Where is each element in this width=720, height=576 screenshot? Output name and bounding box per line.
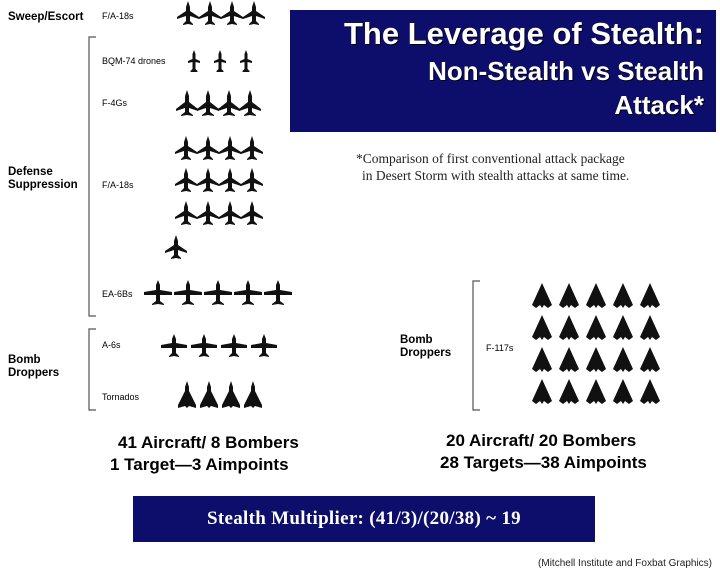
jet-fighter-icon bbox=[199, 1, 221, 25]
jet-fighter-icon bbox=[177, 1, 199, 25]
f4g-jet-icon bbox=[176, 90, 198, 116]
label-f117: F-117s bbox=[486, 343, 514, 353]
label-ea6b: EA-6Bs bbox=[102, 289, 133, 299]
jet-fighter-icon bbox=[197, 136, 219, 160]
footnote-line-2: in Desert Storm with stealth attacks at … bbox=[362, 168, 630, 183]
group-bomb-droppers-right-line-1: Bomb bbox=[400, 334, 433, 346]
footnote: *Comparison of first conventional attack… bbox=[356, 150, 706, 184]
tornado-jet-icon bbox=[200, 381, 218, 408]
jet-fighter-icon bbox=[165, 235, 187, 259]
bracket-defense-suppression bbox=[88, 36, 96, 317]
ea6b-jet-icon bbox=[144, 280, 172, 305]
jet-fighter-icon bbox=[175, 168, 197, 192]
ea6b-jet-icon bbox=[174, 280, 202, 305]
f117-stealth-icon bbox=[586, 347, 606, 372]
f117-stealth-icon bbox=[559, 347, 579, 372]
f4g-jet-icon bbox=[218, 90, 240, 116]
jet-fighter-icon bbox=[197, 168, 219, 192]
jet-fighter-icon bbox=[241, 168, 263, 192]
title-banner: The Leverage of Stealth: Non-Stealth vs … bbox=[290, 10, 716, 132]
group-sweep-escort: Sweep/Escort bbox=[8, 11, 84, 23]
f117-stealth-icon bbox=[532, 379, 552, 404]
title-line-2: Non-Stealth vs Stealth bbox=[428, 56, 704, 86]
image-credit: (Mitchell Institute and Foxbat Graphics) bbox=[538, 558, 712, 569]
title-line-1: The Leverage of Stealth: bbox=[343, 16, 704, 51]
stealth-multiplier-banner: Stealth Multiplier: (41/3)/(20/38) ~ 19 bbox=[133, 496, 595, 542]
drone-icon bbox=[188, 50, 200, 72]
f117-stealth-icon bbox=[613, 379, 633, 404]
f117-stealth-icon bbox=[640, 315, 660, 340]
label-bqm74: BQM-74 drones bbox=[102, 56, 166, 66]
title-line-3: Attack* bbox=[614, 90, 704, 120]
footnote-line-1: *Comparison of first conventional attack… bbox=[356, 151, 625, 166]
f117-stealth-icon bbox=[640, 347, 660, 372]
jet-fighter-icon bbox=[197, 201, 219, 225]
ea6b-jet-icon bbox=[234, 280, 262, 305]
jet-fighter-icon bbox=[219, 201, 241, 225]
stealth-multiplier-text: Stealth Multiplier: (41/3)/(20/38) ~ 19 bbox=[207, 508, 521, 529]
jet-fighter-icon bbox=[243, 1, 265, 25]
left-summary: 41 Aircraft/ 8 Bombers 1 Target—3 Aimpoi… bbox=[110, 432, 299, 476]
label-a6: A-6s bbox=[102, 340, 121, 350]
jet-fighter-icon bbox=[175, 136, 197, 160]
a6-jet-icon bbox=[251, 334, 277, 357]
jet-fighter-icon bbox=[219, 168, 241, 192]
f117-stealth-icon bbox=[640, 379, 660, 404]
jet-fighter-icon bbox=[241, 136, 263, 160]
label-fa18-escort: F/A-18s bbox=[102, 11, 134, 21]
group-bomb-droppers-right-line-2: Droppers bbox=[400, 347, 452, 359]
right-summary: 20 Aircraft/ 20 Bombers 28 Targets—38 Ai… bbox=[440, 430, 647, 474]
a6-jet-icon bbox=[161, 334, 187, 357]
group-bomb-droppers-left-line-2: Droppers bbox=[8, 367, 60, 379]
drone-icon bbox=[240, 50, 252, 72]
bracket-bomb-droppers-left bbox=[88, 328, 96, 411]
right-summary-line-2: 28 Targets—38 Aimpoints bbox=[440, 453, 647, 472]
jet-fighter-icon bbox=[219, 136, 241, 160]
f117-stealth-icon bbox=[586, 315, 606, 340]
f4g-jet-icon bbox=[197, 90, 219, 116]
f117-stealth-icon bbox=[559, 315, 579, 340]
f117-stealth-icon bbox=[613, 283, 633, 308]
f117-stealth-icon bbox=[532, 315, 552, 340]
f117-stealth-icon bbox=[613, 315, 633, 340]
f117-stealth-icon bbox=[559, 379, 579, 404]
bracket-bomb-droppers-right bbox=[472, 280, 480, 411]
tornado-jet-icon bbox=[222, 381, 240, 408]
tornado-jet-icon bbox=[178, 381, 196, 408]
left-summary-line-2: 1 Target—3 Aimpoints bbox=[110, 455, 289, 474]
group-bomb-droppers-left-line-1: Bomb bbox=[8, 354, 41, 366]
f117-stealth-icon bbox=[532, 347, 552, 372]
tornado-jet-icon bbox=[244, 381, 262, 408]
a6-jet-icon bbox=[221, 334, 247, 357]
group-bomb-droppers-left: Bomb Droppers bbox=[8, 354, 59, 380]
label-fa18-suppression: F/A-18s bbox=[102, 180, 134, 190]
label-f4g: F-4Gs bbox=[102, 98, 128, 108]
group-defense-suppression-line-2: Suppression bbox=[8, 179, 78, 191]
f117-stealth-icon bbox=[586, 379, 606, 404]
f117-stealth-icon bbox=[532, 283, 552, 308]
jet-fighter-icon bbox=[241, 201, 263, 225]
f117-stealth-icon bbox=[640, 283, 660, 308]
right-summary-line-1: 20 Aircraft/ 20 Bombers bbox=[446, 431, 637, 450]
label-tornado: Tornados bbox=[102, 392, 140, 402]
f117-stealth-icon bbox=[586, 283, 606, 308]
jet-fighter-icon bbox=[221, 1, 243, 25]
group-defense-suppression-line-1: Defense bbox=[8, 166, 53, 178]
f4g-jet-icon bbox=[239, 90, 261, 116]
group-defense-suppression: Defense Suppression bbox=[8, 166, 78, 192]
a6-jet-icon bbox=[191, 334, 217, 357]
ea6b-jet-icon bbox=[204, 280, 232, 305]
f117-stealth-icon bbox=[559, 283, 579, 308]
jet-fighter-icon bbox=[175, 201, 197, 225]
group-bomb-droppers-right: Bomb Droppers bbox=[400, 334, 451, 360]
drone-icon bbox=[214, 50, 226, 72]
ea6b-jet-icon bbox=[264, 280, 292, 305]
left-summary-line-1: 41 Aircraft/ 8 Bombers bbox=[118, 433, 299, 452]
f117-stealth-icon bbox=[613, 347, 633, 372]
